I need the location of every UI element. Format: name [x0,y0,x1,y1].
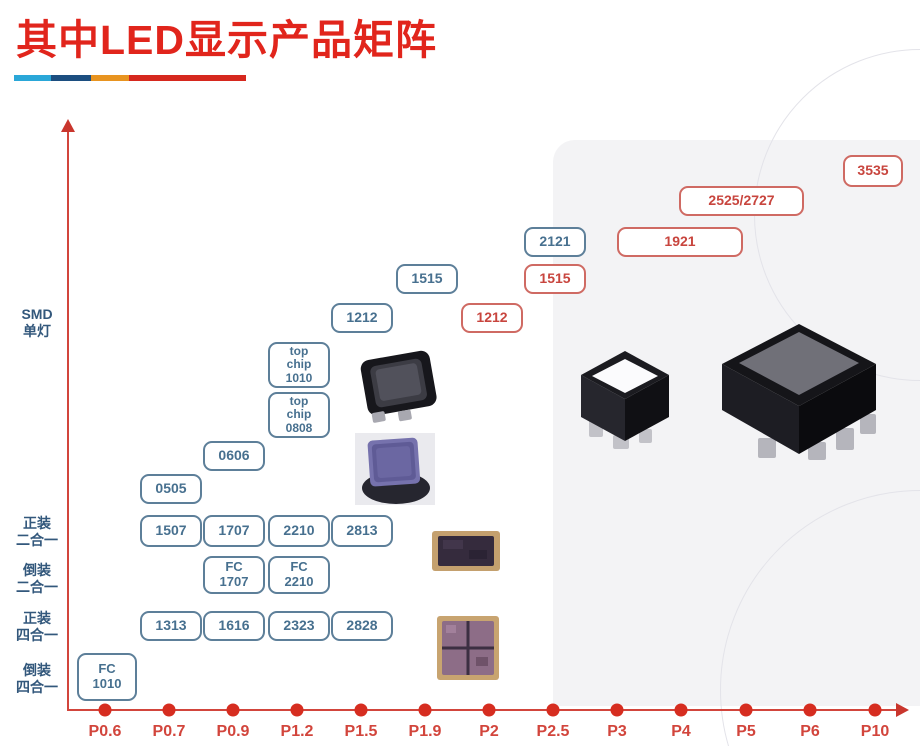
product-box-2323: 2323 [268,611,330,641]
product-box-2828: 2828 [331,611,393,641]
product-box-1313: 1313 [140,611,202,641]
x-tick-label: P1.5 [344,723,378,740]
product-box-1515-red: 1515 [524,264,586,294]
x-tick-label: P0.6 [88,723,122,740]
accent-segment-lightblue [14,75,51,81]
x-tick-label: P3 [607,723,627,740]
product-box-1616: 1616 [203,611,265,641]
product-box-topchip0808: top chip 0808 [268,392,330,438]
x-tick-dot [739,703,753,717]
y-label-zhengzhuang-2in1: 正装 二合一 [16,515,58,548]
x-tick-dot [226,703,240,717]
product-box-2210: 2210 [268,515,330,547]
product-box-2813: 2813 [331,515,393,547]
product-box-fc1010: FC 1010 [77,653,137,701]
x-tick-dot [98,703,112,717]
product-box-1212-blue: 1212 [331,303,393,333]
x-tick-label: P10 [860,723,890,740]
photo-smd-led-black-top [360,350,437,423]
x-tick-dot [418,703,432,717]
product-box-1212-red: 1212 [461,303,523,333]
product-box-1921: 1921 [617,227,743,257]
photo-led-package-gray-window [722,324,876,460]
title-underline-bar [14,75,246,81]
product-box-2121: 2121 [524,227,586,257]
product-box-1507: 1507 [140,515,202,547]
x-tick-dot [546,703,560,717]
accent-segment-red [129,75,246,81]
x-tick-dot [803,703,817,717]
x-tick-label: P2 [479,723,499,740]
product-box-3535: 3535 [843,155,903,187]
y-axis-line [67,132,69,710]
page-title: 其中LED显示产品矩阵 [16,17,437,63]
x-tick-label: P0.9 [216,723,250,740]
x-tick-dot [354,703,368,717]
product-box-0505: 0505 [140,474,202,504]
x-tick-dot [482,703,496,717]
x-axis-line [67,709,897,711]
y-label-zhengzhuang-4in1: 正装 四合一 [16,610,58,643]
product-box-fc1707: FC 1707 [203,556,265,594]
photo-chip-2in1-rect [432,531,500,571]
product-box-fc2210: FC 2210 [268,556,330,594]
y-label-smd: SMD 单灯 [21,306,53,339]
x-tick-dot [162,703,176,717]
x-tick-label: P6 [800,723,820,740]
photo-chip-4in1-square [437,616,499,680]
accent-segment-orange [91,75,129,81]
photo-led-package-white-window [581,351,669,449]
x-tick-dot [610,703,624,717]
product-box-0606: 0606 [203,441,265,471]
y-label-daozhuang-4in1: 倒装 四合一 [16,662,58,695]
y-axis-arrow-icon [61,119,75,132]
x-tick-label: P1.9 [408,723,442,740]
x-tick-label: P1.2 [280,723,314,740]
x-tick-dot [290,703,304,717]
x-axis-arrow-icon [896,703,909,717]
y-label-daozhuang-2in1: 倒装 二合一 [16,562,58,595]
photo-flip-chip-purple [355,433,435,505]
accent-segment-darkblue [51,75,91,81]
product-box-1515-blue: 1515 [396,264,458,294]
product-box-topchip1010: top chip 1010 [268,342,330,388]
x-tick-label: P2.5 [536,723,570,740]
x-tick-dot [868,703,882,717]
product-box-2525-2727: 2525/2727 [679,186,804,216]
x-tick-label: P4 [671,723,691,740]
product-box-1707: 1707 [203,515,265,547]
x-tick-dot [674,703,688,717]
x-tick-label: P0.7 [152,723,186,740]
x-tick-label: P5 [736,723,756,740]
